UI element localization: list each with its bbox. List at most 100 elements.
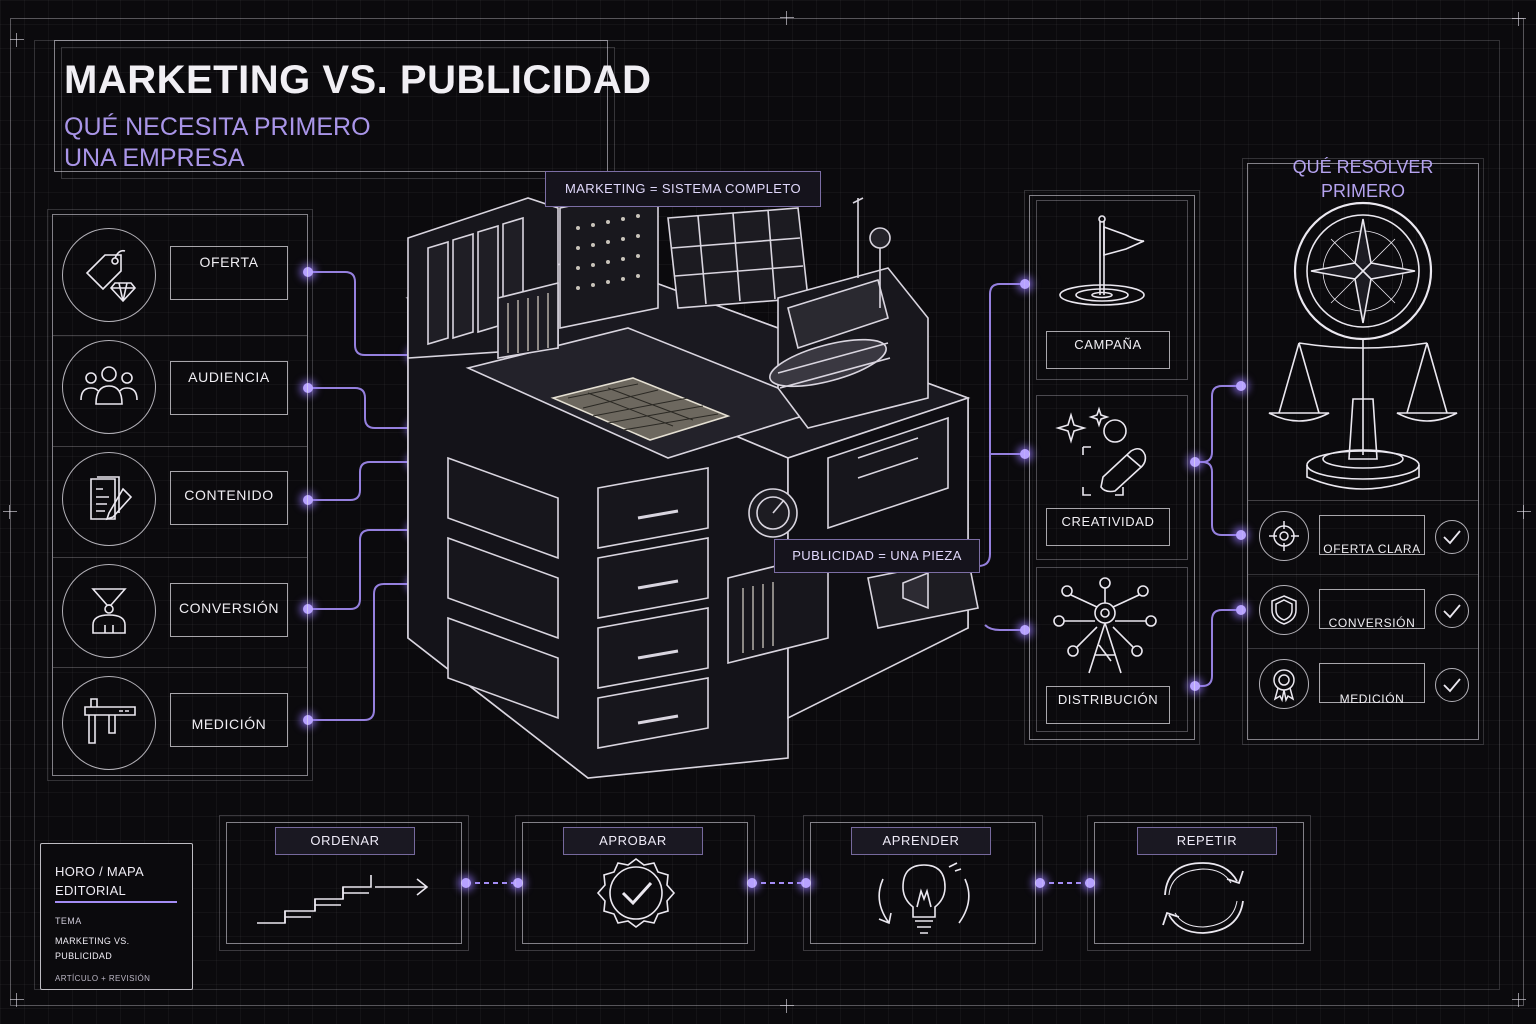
priority-panel-title: QUÉ RESOLVER PRIMERO bbox=[1247, 155, 1479, 203]
node bbox=[461, 878, 471, 888]
step-label-aprobar: APROBAR bbox=[563, 827, 703, 855]
crosshair-tr bbox=[1512, 12, 1526, 26]
node bbox=[303, 383, 313, 393]
crosshair-right bbox=[1517, 505, 1531, 519]
tag-publicidad-piece: PUBLICIDAD = UNA PIEZA bbox=[774, 539, 980, 573]
step-label-repetir: REPETIR bbox=[1137, 827, 1277, 855]
node bbox=[747, 878, 757, 888]
page-title: MARKETING VS. PUBLICIDAD bbox=[64, 58, 652, 102]
flag-target-icon bbox=[1054, 213, 1154, 313]
info-tema-line-2: PUBLICIDAD bbox=[55, 951, 113, 961]
stairs-arrow-icon bbox=[255, 867, 435, 932]
compass-scale-icon bbox=[1257, 201, 1469, 498]
node bbox=[1020, 449, 1030, 459]
priority-title-line-2: PRIMERO bbox=[1320, 181, 1405, 201]
marketing-machine-illustration bbox=[405, 187, 979, 779]
crosshair-left bbox=[3, 505, 17, 519]
priority-item-medicion: MEDICIÓN bbox=[1319, 663, 1425, 706]
broadcast-tower-icon bbox=[1051, 577, 1161, 682]
step-label-aprender: APRENDER bbox=[851, 827, 991, 855]
award-badge-icon bbox=[1259, 659, 1309, 709]
info-footer: ARTÍCULO + REVISIÓN bbox=[55, 974, 151, 983]
people-group-icon bbox=[62, 340, 156, 434]
info-divider bbox=[55, 901, 177, 903]
node bbox=[303, 715, 313, 725]
node bbox=[801, 878, 811, 888]
left-item-medicion: MEDICIÓN bbox=[170, 693, 288, 747]
connector-medicion bbox=[308, 583, 414, 721]
info-brand-line-1: HORO / MAPA bbox=[55, 864, 145, 879]
seal-check-icon bbox=[581, 857, 691, 946]
campaign-item-creatividad: CREATIVIDAD bbox=[1046, 508, 1170, 546]
caliper-icon bbox=[62, 676, 156, 770]
campaign-item-distribucion: DISTRIBUCIÓN bbox=[1046, 686, 1170, 724]
priority-title-line-1: QUÉ RESOLVER bbox=[1292, 157, 1434, 177]
inner-frame bbox=[34, 40, 1500, 990]
check-icon bbox=[1435, 668, 1469, 702]
tag-marketing-system: MARKETING = SISTEMA COMPLETO bbox=[545, 171, 821, 207]
funnel-icon bbox=[62, 564, 156, 658]
title-frame bbox=[54, 40, 615, 179]
step-aprobar: APROBAR bbox=[515, 815, 755, 951]
crosshair-bl bbox=[10, 993, 24, 1007]
connector-right-top bbox=[1195, 385, 1241, 463]
page-subtitle: QUÉ NECESITA PRIMERO UNA EMPRESA bbox=[64, 112, 484, 174]
node bbox=[303, 604, 313, 614]
left-item-oferta: OFERTA bbox=[170, 246, 288, 300]
step-label-ordenar: ORDENAR bbox=[275, 827, 415, 855]
priority-item-oferta-clara: OFERTA CLARA bbox=[1319, 515, 1425, 556]
connector-campana bbox=[977, 283, 1025, 567]
check-icon bbox=[1435, 594, 1469, 628]
subtitle-line-1: QUÉ NECESITA PRIMERO bbox=[64, 113, 371, 141]
left-panel-items: OFERTA AUDIENCIA CONTENIDO CONVERSIÓN ME… bbox=[52, 214, 308, 776]
node bbox=[1190, 457, 1200, 467]
crosshair-top bbox=[780, 11, 794, 25]
info-tema-value: MARKETING VS. PUBLICIDAD bbox=[55, 934, 129, 964]
node bbox=[1020, 625, 1030, 635]
info-tema-label: TEMA bbox=[55, 916, 82, 926]
node bbox=[1190, 681, 1200, 691]
info-brand: HORO / MAPA EDITORIAL bbox=[55, 862, 144, 900]
left-item-contenido: CONTENIDO bbox=[170, 471, 288, 525]
shapes-pencil-icon bbox=[1055, 406, 1157, 507]
step-ordenar: ORDENAR bbox=[219, 815, 469, 951]
left-item-conversion: CONVERSIÓN bbox=[170, 583, 288, 637]
shield-icon bbox=[1259, 585, 1309, 635]
connector-audiencia bbox=[308, 387, 414, 429]
refresh-cycle-icon bbox=[1147, 857, 1257, 946]
crosshair-br bbox=[1512, 993, 1526, 1007]
crosshair-tl bbox=[10, 33, 24, 47]
price-tag-diamond-icon bbox=[62, 228, 156, 322]
connector-conversion bbox=[308, 529, 414, 610]
campaign-panel-items: CAMPAÑA CREATIVIDAD DISTRIBUCIÓN bbox=[1029, 195, 1195, 740]
priority-item-conversion: CONVERSIÓN bbox=[1319, 589, 1425, 630]
node bbox=[1020, 279, 1030, 289]
left-item-audiencia: AUDIENCIA bbox=[170, 361, 288, 415]
check-icon bbox=[1435, 520, 1469, 554]
connector-right-conversion bbox=[1195, 609, 1241, 687]
connector-distribucion bbox=[984, 624, 1025, 631]
info-brand-line-2: EDITORIAL bbox=[55, 883, 127, 898]
document-pen-icon bbox=[62, 452, 156, 546]
connector-right-oferta bbox=[1195, 461, 1241, 536]
info-tema-line-1: MARKETING VS. bbox=[55, 936, 130, 946]
step-repetir: REPETIR bbox=[1087, 815, 1311, 951]
priority-panel-items: QUÉ RESOLVER PRIMERO OFERTA CLARA CONVER… bbox=[1247, 157, 1479, 740]
node bbox=[1035, 878, 1045, 888]
node bbox=[303, 267, 313, 277]
info-card: HORO / MAPA EDITORIAL TEMA MARKETING VS.… bbox=[40, 843, 193, 990]
node bbox=[1236, 381, 1246, 391]
node bbox=[1085, 878, 1095, 888]
target-icon bbox=[1259, 511, 1309, 561]
campaign-item-campana: CAMPAÑA bbox=[1046, 331, 1170, 369]
connector-oferta bbox=[308, 271, 414, 356]
node bbox=[1236, 530, 1246, 540]
node bbox=[1236, 605, 1246, 615]
step-aprender: APRENDER bbox=[803, 815, 1043, 951]
node bbox=[513, 878, 523, 888]
node bbox=[303, 495, 313, 505]
connector-contenido bbox=[308, 461, 414, 501]
subtitle-line-2: UNA EMPRESA bbox=[64, 144, 245, 172]
lightbulb-icon bbox=[869, 857, 979, 946]
